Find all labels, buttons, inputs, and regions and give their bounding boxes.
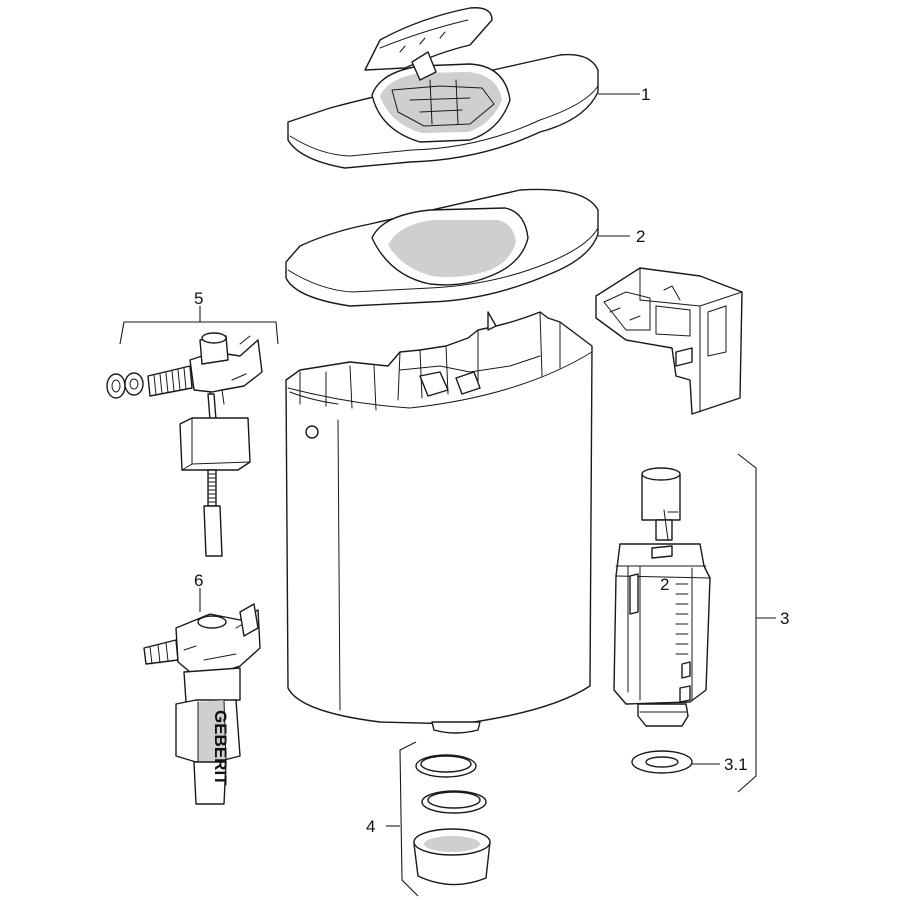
callout-3-1: 3.1: [724, 755, 748, 774]
part-3-1-seal-ring: [631, 750, 720, 774]
part-6-fill-valve-side: GEBERIT: [143, 588, 261, 805]
brand-text: GEBERIT: [211, 710, 230, 786]
part-1-lid-with-actuator-flap: [287, 7, 599, 169]
callout-3: 3: [780, 609, 789, 628]
callout-5: 5: [194, 289, 203, 308]
part-3-flush-valve: 2: [613, 453, 776, 793]
callout-6: 6: [194, 571, 203, 590]
cistern-tank-body: [285, 311, 593, 734]
part-4-seals-and-adapter: [386, 741, 491, 897]
svg-text:2: 2: [660, 575, 669, 594]
part-5-fill-valve: [106, 306, 279, 557]
flush-valve-housing-bracket: [595, 267, 743, 415]
part-2-cover: [285, 188, 599, 307]
callout-4: 4: [366, 817, 375, 836]
callout-1: 1: [641, 85, 650, 104]
callout-2: 2: [636, 227, 645, 246]
